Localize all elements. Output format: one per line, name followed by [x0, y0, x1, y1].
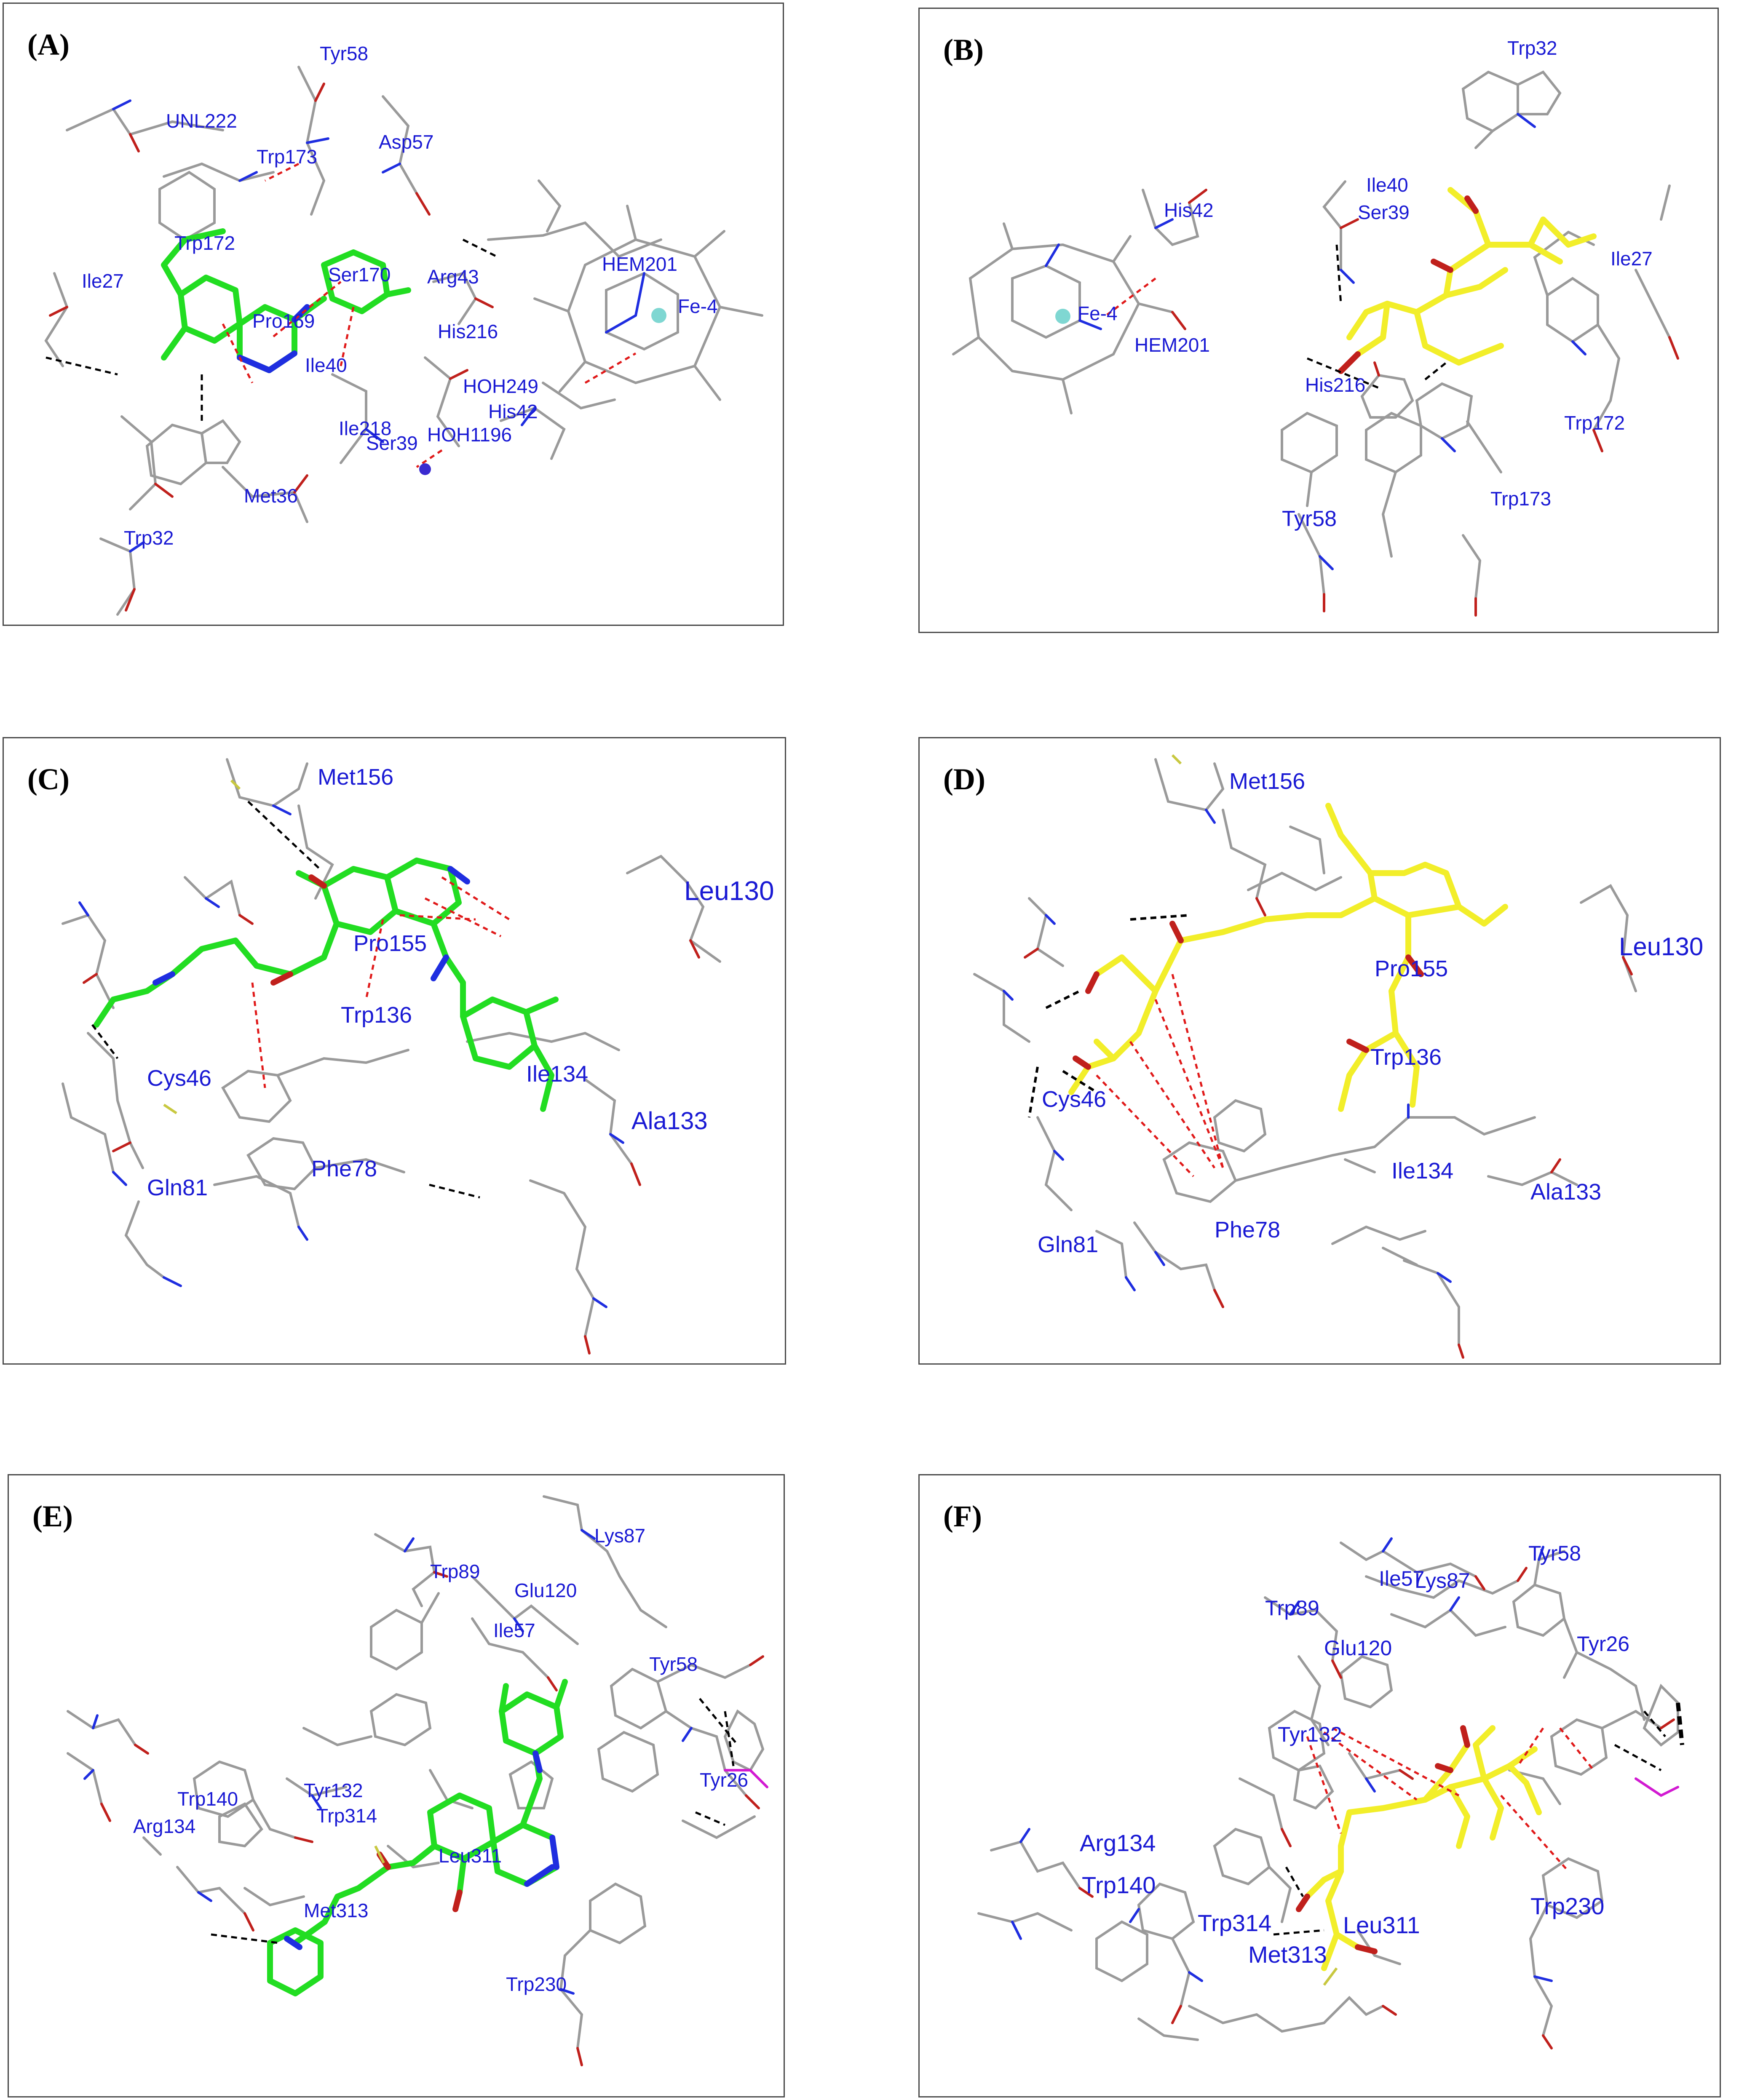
label-tyr132: Tyr132	[1278, 1723, 1342, 1746]
panel-e-letter: (E)	[32, 1499, 73, 1533]
label-glu120: Glu120	[514, 1579, 577, 1601]
panel-a-letter: (A)	[27, 28, 70, 61]
label-met156: Met156	[1229, 769, 1306, 794]
label-trp172: Trp172	[1564, 412, 1625, 434]
label-trp230: Trp230	[506, 1973, 567, 1995]
label-phe78: Phe78	[311, 1156, 377, 1181]
label-fe-4: Fe-4	[1078, 302, 1118, 324]
label-ile40: Ile40	[305, 354, 347, 376]
label-trp314: Trp314	[1198, 1910, 1272, 1936]
label-glu120: Glu120	[1324, 1636, 1392, 1660]
panel-e: (E)	[8, 1474, 785, 2097]
label-met313: Met313	[304, 1900, 369, 1921]
panel-a-structure	[44, 66, 763, 616]
label-trp173: Trp173	[257, 146, 318, 168]
label-leu311: Leu311	[1343, 1912, 1420, 1938]
label-his42: His42	[1164, 199, 1214, 221]
label-arg134: Arg134	[1080, 1830, 1156, 1856]
label-tyr58: Tyr58	[320, 43, 369, 64]
label-met313: Met313	[1248, 1941, 1327, 1968]
label-trp32: Trp32	[1507, 37, 1557, 59]
panel-c-letter: (C)	[27, 762, 70, 796]
panel-b-structure	[952, 70, 1679, 617]
panel-a: (A)	[3, 3, 784, 626]
label-trp89: Trp89	[430, 1560, 480, 1582]
label-ser170: Ser170	[328, 264, 391, 286]
label-met156: Met156	[318, 764, 394, 790]
label-trp32: Trp32	[124, 527, 174, 549]
label-tyr26: Tyr26	[700, 1769, 749, 1791]
label-leu130: Leu130	[684, 876, 774, 906]
panel-f-structure	[977, 1537, 1684, 2049]
label-ser39: Ser39	[366, 432, 418, 454]
label-trp230: Trp230	[1530, 1893, 1605, 1919]
label-met36: Met36	[244, 485, 298, 507]
label-tyr58: Tyr58	[1528, 1542, 1581, 1565]
panel-f: (F)	[918, 1474, 1721, 2097]
label-ala133: Ala133	[1530, 1179, 1602, 1205]
label-ile57: Ile57	[1379, 1567, 1425, 1590]
panel-c: (C)	[3, 737, 786, 1365]
label-ile27: Ile27	[82, 270, 124, 292]
label-lys87: Lys87	[594, 1525, 646, 1547]
label-ala133: Ala133	[631, 1107, 708, 1135]
label-ile40: Ile40	[1366, 174, 1408, 196]
label-leu130: Leu130	[1619, 932, 1704, 961]
label-ile218: Ile218	[339, 417, 392, 439]
label-leu311: Leu311	[439, 1845, 502, 1867]
panel-e-structure	[67, 1495, 768, 2066]
panel-d-letter: (D)	[943, 762, 985, 796]
label-pro155: Pro155	[1375, 956, 1448, 981]
panel-b: (B)	[918, 8, 1719, 633]
label-trp173: Trp173	[1490, 488, 1552, 510]
label-fe-4: Fe-4	[678, 295, 718, 317]
label-tyr132: Tyr132	[304, 1779, 363, 1801]
label-his216: His216	[438, 321, 498, 342]
label-arg134: Arg134	[133, 1815, 196, 1837]
label-hem201: HEM201	[602, 253, 677, 275]
label-pro169: Pro169	[252, 310, 315, 332]
label-asp57: Asp57	[379, 131, 434, 153]
label-unl222: UNL222	[166, 110, 237, 132]
label-ile134: Ile134	[526, 1061, 589, 1087]
label-hem201: HEM201	[1134, 334, 1210, 356]
label-gln81: Gln81	[1038, 1232, 1099, 1257]
label-ile27: Ile27	[1611, 248, 1653, 270]
label-his42: His42	[488, 401, 538, 422]
label-trp172: Trp172	[174, 232, 235, 254]
label-trp140: Trp140	[1082, 1872, 1156, 1898]
label-trp136: Trp136	[1370, 1045, 1442, 1070]
panel-c-structure	[62, 758, 721, 1355]
label-tyr58: Tyr58	[649, 1653, 698, 1675]
label-trp89: Trp89	[1265, 1596, 1319, 1620]
panel-f-letter: (F)	[943, 1499, 982, 1533]
label-gln81: Gln81	[147, 1175, 208, 1200]
panel-b-letter: (B)	[943, 33, 984, 67]
label-hoh1196: HOH1196	[427, 424, 512, 446]
label-pro155: Pro155	[353, 931, 427, 956]
label-trp136: Trp136	[341, 1002, 412, 1028]
label-ser39: Ser39	[1358, 201, 1410, 223]
label-trp140: Trp140	[177, 1788, 238, 1810]
panel-d-structure	[973, 754, 1637, 1359]
label-trp314: Trp314	[316, 1805, 377, 1827]
label-tyr26: Tyr26	[1577, 1632, 1630, 1656]
label-arg43: Arg43	[427, 266, 479, 288]
label-ile57: Ile57	[493, 1619, 535, 1641]
label-hoh249: HOH249	[463, 375, 538, 397]
label-tyr58: Tyr58	[1282, 507, 1337, 531]
label-lys87: Lys87	[1415, 1569, 1470, 1592]
label-cys46: Cys46	[147, 1066, 212, 1091]
label-cys46: Cys46	[1042, 1087, 1107, 1112]
label-his216: His216	[1305, 374, 1366, 396]
label-ile134: Ile134	[1391, 1158, 1454, 1184]
panel-d: (D)	[918, 737, 1721, 1365]
label-phe78: Phe78	[1215, 1217, 1281, 1242]
